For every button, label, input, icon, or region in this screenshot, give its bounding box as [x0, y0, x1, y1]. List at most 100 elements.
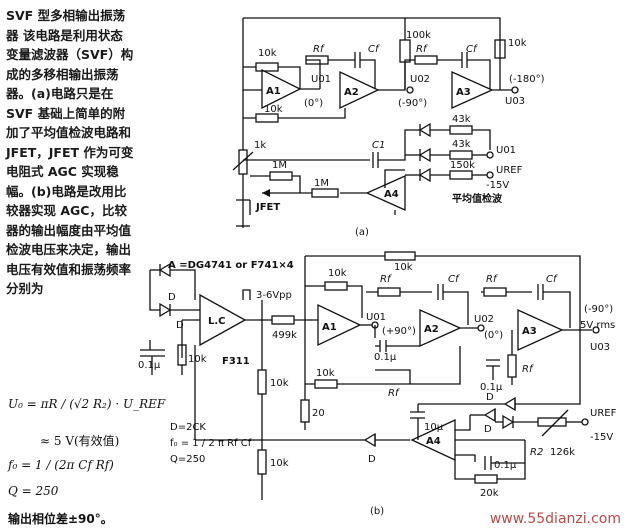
label-d-b: D: [484, 424, 492, 435]
cf-b-b: [537, 284, 544, 300]
label-r10k-fb: 10k: [264, 104, 283, 115]
opamp-a4: [365, 174, 406, 212]
opamp-a3: [451, 70, 494, 110]
rf-c-b: [507, 354, 517, 378]
label-r10k-c: 10k: [316, 368, 335, 379]
label-phase180: (-180°): [509, 74, 545, 85]
label-r1m-1: 1M: [272, 160, 287, 171]
label-a1-b: A1: [322, 322, 337, 333]
label-cf-a: Cf: [448, 274, 460, 285]
diode-mid-b: [159, 302, 172, 318]
label-a2-b: A2: [424, 324, 439, 335]
formula-f0: f₀ = 1 / (2π Cf Rf): [8, 458, 114, 472]
label-r10k-l: 10k: [188, 354, 207, 365]
label-r1m-2: 1M: [314, 178, 329, 189]
caption-a: (a): [355, 227, 369, 238]
label-ic: A =DG4741 or F741×4: [168, 260, 294, 271]
opamp-a1-b: [317, 303, 362, 347]
label-rf-c: Rf: [522, 364, 534, 375]
label-c1: C1: [372, 140, 385, 151]
label-u02: U02: [410, 74, 430, 85]
label-jfet: JFET: [255, 202, 280, 213]
label-r100k: 100k: [406, 30, 431, 41]
label-c01d: 0.1μ: [494, 460, 517, 471]
opamp-a2: [339, 70, 380, 110]
label-u02-b: U02: [474, 314, 494, 325]
label-a1: A1: [266, 86, 281, 97]
r10k-a-b: [324, 281, 348, 291]
diode-b-b: [483, 407, 496, 423]
label-lc: L.C: [208, 316, 226, 327]
label-rf2: Rf: [416, 44, 428, 55]
label-p90: (+90°): [382, 326, 416, 337]
label-r1k: 1k: [254, 140, 266, 151]
label-f311: F311: [222, 356, 250, 367]
opamp-a2-b: [419, 308, 462, 348]
label-rf-b: Rf: [486, 274, 498, 285]
r10k-d-b: [257, 369, 267, 395]
c10u-capacitor: [410, 411, 425, 419]
label-rf-a: Rf: [380, 274, 392, 285]
description-text: SVF 型多相输出振荡器 该电路是利用状态变量滤波器（SVF）构成的多移相输出振…: [6, 6, 134, 299]
label-r20k: 20k: [480, 488, 499, 499]
formula-u0: U₀ = πR / (√2 R₂) · U_REF: [8, 397, 166, 411]
label-r10k-e: 10k: [270, 458, 289, 469]
r20k-resistor: [474, 474, 498, 484]
label-r2: R2: [530, 447, 543, 458]
label-c01c: 0.1μ: [480, 382, 503, 393]
phase-note: 输出相位差±90°。: [8, 512, 113, 526]
label-neg15-b: -15V: [590, 432, 613, 443]
r10k-top-b: [384, 251, 416, 261]
c01-capacitor-b: [140, 340, 165, 357]
label-a4: A4: [384, 189, 399, 200]
label-pm90: (-90°): [584, 304, 613, 315]
label-a3: A3: [456, 87, 471, 98]
label-uref-a: UREF: [496, 165, 523, 176]
label-r43k-2: 43k: [452, 139, 471, 150]
label-u01-b: U01: [366, 312, 386, 323]
description-paragraph: SVF 型多相输出振荡器 该电路是利用状态变量滤波器（SVF）构成的多移相输出振…: [6, 8, 134, 296]
label-rf1: Rf: [313, 44, 325, 55]
label-r150k: 150k: [450, 160, 475, 171]
label-vpp: 3-6Vpp: [256, 290, 292, 301]
label-q-b: Q=250: [170, 454, 205, 465]
diode-c-b: [502, 414, 515, 430]
formula-q: Q = 250: [8, 484, 59, 498]
caption-b: (b): [370, 506, 384, 517]
watermark: www.55dianzi.com: [489, 511, 621, 527]
label-r10k-d: 10k: [270, 378, 289, 389]
label-r10k-top: 10k: [394, 262, 413, 273]
c01d-capacitor-b: [455, 454, 492, 470]
label-a2: A2: [344, 87, 359, 98]
r20-resistor: [300, 399, 310, 423]
diode-d-b: [363, 432, 376, 448]
label-detector: 平均值检波: [452, 192, 503, 205]
label-neg15-a: -15V: [486, 180, 509, 191]
label-d2ck: D=2CK: [170, 422, 206, 433]
label-r10k-right: 10k: [508, 38, 527, 49]
label-a4-b: A4: [426, 436, 441, 447]
label-phase0: (0°): [304, 98, 323, 109]
label-cf2: Cf: [466, 44, 478, 55]
cf-a-b: [437, 284, 444, 300]
r10k-e-b: [257, 449, 267, 475]
label-rf-d: Rf: [388, 388, 400, 399]
rf-a-b: [377, 287, 401, 297]
jfet-transistor: [236, 190, 251, 228]
label-u01: U01: [311, 74, 331, 85]
r10k-c-b: [314, 379, 338, 389]
c01c-capacitor-b: [486, 359, 500, 367]
label-u03: U03: [505, 96, 525, 107]
label-c10u: 10μ: [424, 422, 444, 433]
rf-b-b: [483, 287, 507, 297]
label-d-top: D: [168, 292, 176, 303]
label-out5v: 5V rms: [580, 320, 615, 331]
label-u01-in: U01: [496, 145, 516, 156]
label-a3-b: A3: [522, 326, 537, 337]
label-r10k-a: 10k: [258, 48, 277, 59]
label-r10k-a-b: 10k: [328, 268, 347, 279]
r499k-resistor: [271, 315, 295, 325]
